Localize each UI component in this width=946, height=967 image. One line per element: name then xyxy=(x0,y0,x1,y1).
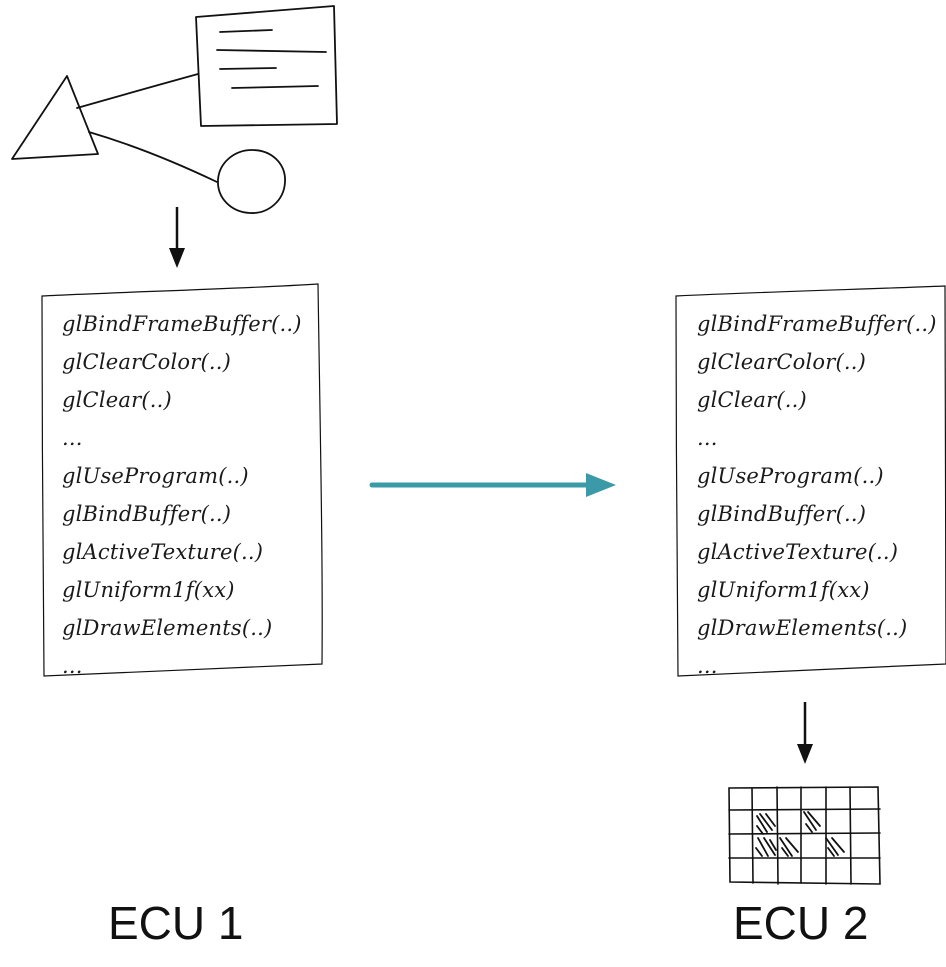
command-line: glBindBuffer(..) xyxy=(697,502,867,526)
command-line: glBindFrameBuffer(..) xyxy=(62,312,302,336)
command-list-ecu1: glBindFrameBuffer(..) glClearColor(..) g… xyxy=(62,305,302,685)
graph-edge-to-document xyxy=(76,73,199,109)
command-line: ... xyxy=(697,426,718,450)
document-line xyxy=(219,67,277,70)
command-line: glClearColor(..) xyxy=(697,350,866,374)
command-line: glActiveTexture(..) xyxy=(697,540,899,564)
ecu2-label: ECU 2 xyxy=(733,897,869,949)
triangle-node xyxy=(11,75,99,160)
command-line: glBindBuffer(..) xyxy=(62,502,232,526)
command-line: glUseProgram(..) xyxy=(697,464,884,488)
filled-pixel-scribble xyxy=(755,811,845,857)
document-node xyxy=(195,5,338,127)
command-line: glClearColor(..) xyxy=(62,350,231,374)
command-line: glUseProgram(..) xyxy=(62,464,249,488)
command-line: glActiveTexture(..) xyxy=(62,540,264,564)
down-arrow-icon xyxy=(797,702,813,764)
command-list-ecu2: glBindFrameBuffer(..) glClearColor(..) g… xyxy=(697,305,937,685)
command-sheet-left xyxy=(41,283,323,677)
document-line xyxy=(231,85,319,89)
command-line: glBindFrameBuffer(..) xyxy=(697,312,937,336)
circle-node xyxy=(217,149,286,214)
command-sheet-right xyxy=(675,285,946,677)
command-line: ... xyxy=(697,654,718,678)
command-line: glUniform1f(xx) xyxy=(697,578,870,602)
command-line: glUniform1f(xx) xyxy=(62,578,235,602)
command-line: ... xyxy=(62,654,83,678)
scene-graph-icon xyxy=(11,5,338,214)
document-line xyxy=(219,29,273,33)
pixel-grid-icon xyxy=(728,786,881,885)
transfer-arrow-icon xyxy=(369,473,616,497)
ecu1-label: ECU 1 xyxy=(108,897,244,949)
graph-edge-to-circle xyxy=(88,131,218,183)
command-line: glClear(..) xyxy=(697,388,807,412)
down-arrow-icon xyxy=(169,207,185,268)
command-line: ... xyxy=(62,426,83,450)
command-line: glDrawElements(..) xyxy=(62,616,273,640)
command-line: glClear(..) xyxy=(62,388,172,412)
command-line: glDrawElements(..) xyxy=(697,616,908,640)
document-line xyxy=(216,49,327,53)
